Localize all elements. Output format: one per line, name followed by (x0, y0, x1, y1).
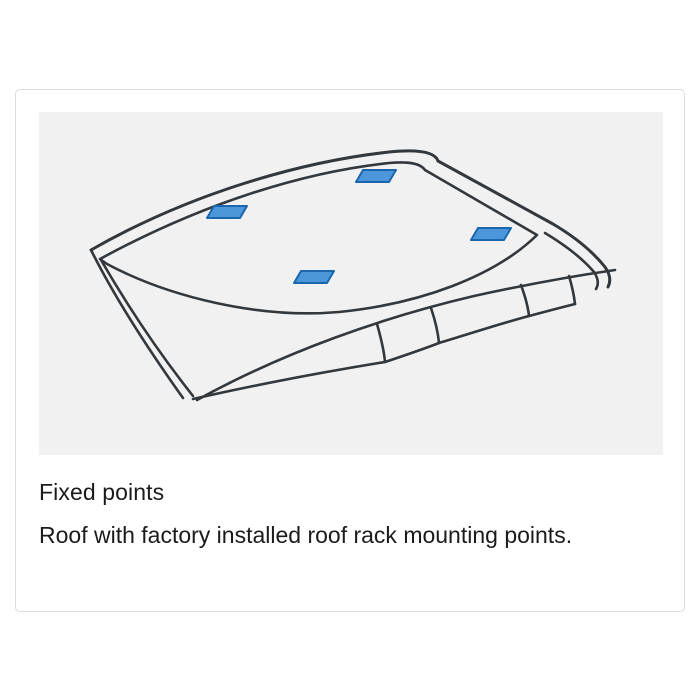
mount-point-markers (206, 169, 512, 284)
car-roof-outline (89, 149, 617, 402)
a-pillar-outer-line (89, 248, 185, 400)
front-window-sill-line (191, 302, 577, 401)
roof-illustration (39, 112, 663, 455)
car-roof-line-art (89, 149, 617, 402)
b-pillar-rear-line (429, 306, 441, 345)
roof-outer-edge-line (89, 149, 612, 289)
a-pillar-inner-line (99, 258, 195, 398)
card-title: Fixed points (39, 479, 165, 505)
fit-type-card: Fixed points Roof with factory installed… (15, 89, 685, 612)
rear-corner-inner-line (543, 231, 600, 291)
mount-point-marker-rear-right (470, 227, 512, 241)
mount-point-marker-rear-left (293, 270, 335, 284)
side-roofline (195, 268, 617, 402)
roof-surface-line (98, 161, 539, 315)
mount-point-marker-front-right (355, 169, 397, 183)
c-pillar-rear-line (567, 274, 577, 306)
card-description: Roof with factory installed roof rack mo… (39, 522, 573, 548)
c-pillar-front-line (519, 283, 531, 318)
b-pillar-front-line (375, 322, 387, 364)
mount-point-marker-front-left (206, 205, 248, 219)
